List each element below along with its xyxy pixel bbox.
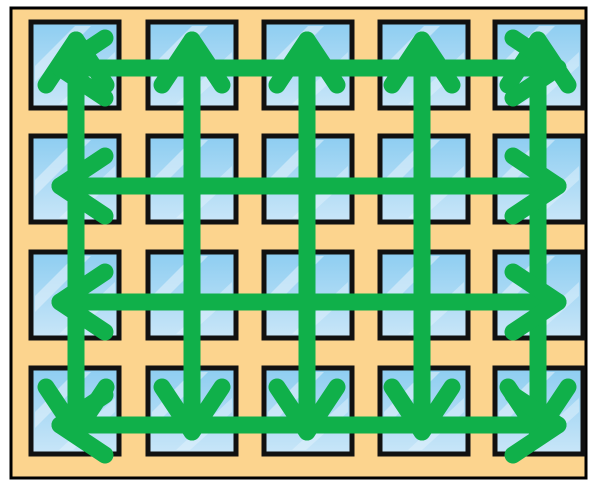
tile-grid-diagram: [0, 0, 596, 486]
diagram-stage: [0, 0, 596, 486]
